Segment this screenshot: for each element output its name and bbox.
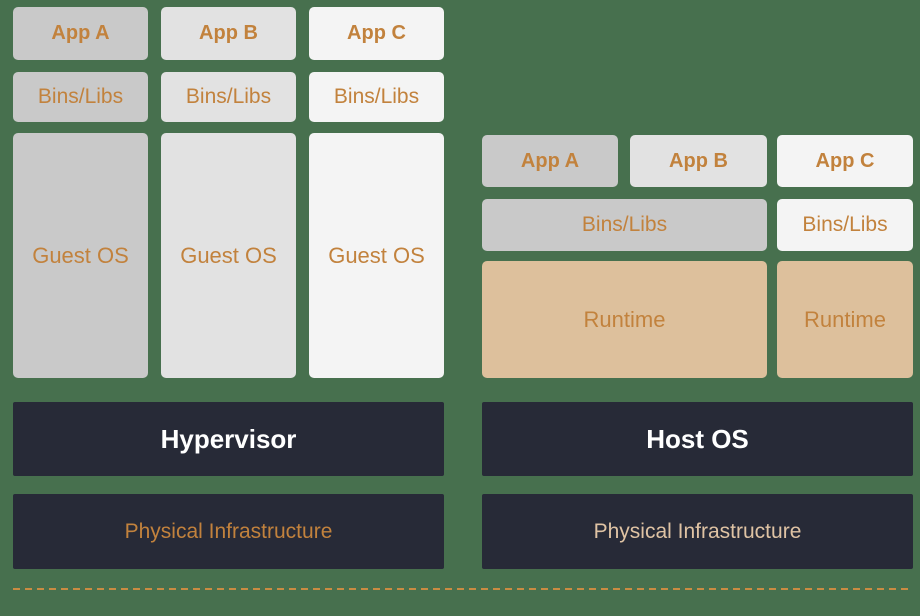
vm-bins-libs-c-box: Bins/Libs — [309, 72, 444, 122]
container-app-b-box: App B — [630, 135, 767, 187]
vm-guest-os-c-box: Guest OS — [309, 133, 444, 378]
container-isolated-bins-libs-box: Bins/Libs — [777, 199, 913, 251]
vm-guest-os-b-box: Guest OS — [161, 133, 296, 378]
vm-guest-os-a-box: Guest OS — [13, 133, 148, 378]
host-os-bar: Host OS — [482, 402, 913, 476]
vm-physical-infrastructure-bar: Physical Infrastructure — [13, 494, 444, 569]
container-physical-infrastructure-bar: Physical Infrastructure — [482, 494, 913, 569]
bottom-dashed-divider — [13, 588, 913, 590]
vm-app-c-box: App C — [309, 7, 444, 60]
vm-app-a-box: App A — [13, 7, 148, 60]
vm-bins-libs-b-box: Bins/Libs — [161, 72, 296, 122]
container-isolated-runtime-box: Runtime — [777, 261, 913, 378]
container-app-a-box: App A — [482, 135, 618, 187]
vm-app-b-box: App B — [161, 7, 296, 60]
container-shared-runtime-box: Runtime — [482, 261, 767, 378]
container-shared-bins-libs-box: Bins/Libs — [482, 199, 767, 251]
hypervisor-bar: Hypervisor — [13, 402, 444, 476]
vm-bins-libs-a-box: Bins/Libs — [13, 72, 148, 122]
container-app-c-box: App C — [777, 135, 913, 187]
